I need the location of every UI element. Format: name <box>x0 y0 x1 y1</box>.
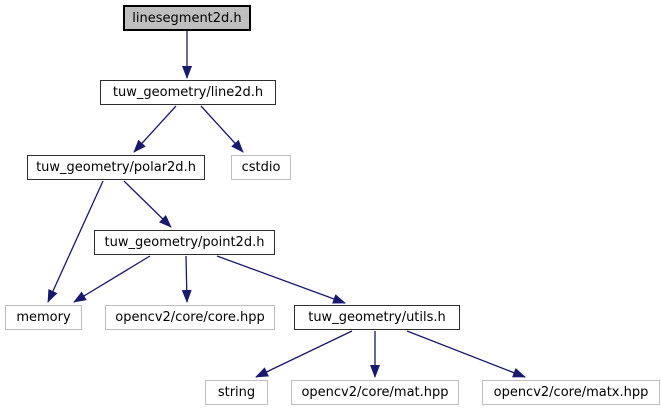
edge-polar2d-to-point2d <box>123 180 172 228</box>
node-utils[interactable]: tuw_geometry/utils.h <box>294 305 460 330</box>
node-point2d[interactable]: tuw_geometry/point2d.h <box>94 230 275 255</box>
node-mat-hpp: opencv2/core/mat.hpp <box>291 380 459 405</box>
edge-utils-to-matx-hpp <box>406 330 526 378</box>
edge-line2d-to-cstdio <box>200 105 244 153</box>
edge-utils-to-string <box>255 330 353 378</box>
edge-point2d-to-utils <box>216 255 346 304</box>
node-memory: memory <box>5 305 82 330</box>
edge-point2d-to-core-hpp <box>181 255 192 303</box>
node-cstdio: cstdio <box>231 155 291 180</box>
node-core-hpp: opencv2/core/core.hpp <box>105 305 275 330</box>
edge-point2d-to-memory <box>73 255 151 303</box>
edge-polar2d-to-memory <box>47 180 104 303</box>
node-matx-hpp: opencv2/core/matx.hpp <box>482 380 660 405</box>
edge-line2d-to-polar2d <box>133 105 177 153</box>
node-polar2d[interactable]: tuw_geometry/polar2d.h <box>27 155 205 180</box>
node-line2d[interactable]: tuw_geometry/line2d.h <box>100 80 276 105</box>
node-linesegment2d: linesegment2d.h <box>123 5 251 31</box>
node-string: string <box>205 380 268 405</box>
